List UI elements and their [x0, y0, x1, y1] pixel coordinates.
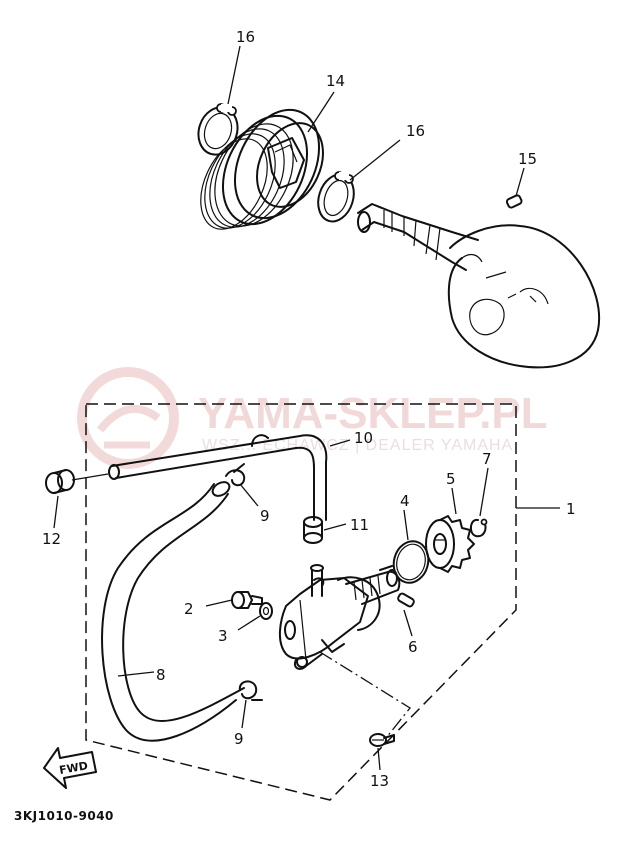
bolt-2	[231, 591, 263, 609]
circlip-16-upper	[197, 103, 239, 156]
circlip-16-lower	[317, 171, 355, 223]
hose-10	[108, 434, 328, 521]
assembly-boundary	[85, 403, 517, 801]
fwd-label: FWD	[58, 759, 89, 777]
hose-8	[101, 481, 245, 742]
pin-15	[505, 194, 523, 209]
watermark: YAMA-SKLEP.PL WSZ... ECHAWCZ | DEALER YA…	[77, 367, 548, 469]
o-ring-4	[392, 540, 430, 584]
circlip-7	[470, 518, 488, 538]
callout-2: 2	[184, 600, 194, 618]
clip-9-upper	[225, 463, 246, 487]
callout-15: 15	[518, 150, 537, 168]
sleeve-11	[303, 516, 323, 544]
callout-8: 8	[156, 666, 166, 684]
washer-3	[259, 602, 273, 620]
callout-5: 5	[446, 470, 456, 488]
callout-1: 1	[566, 500, 576, 518]
callout-3: 3	[218, 627, 228, 645]
callout-11: 11	[350, 516, 369, 534]
clip-9-lower	[238, 680, 263, 701]
callout-9-lower: 9	[234, 730, 244, 748]
screw-13-alignment-line	[319, 651, 411, 739]
callout-labels: 16 14 16 15 10 7 5 4 1 9 11 12 2 3 6 8 9…	[42, 28, 576, 790]
callout-16-upper: 16	[236, 28, 255, 46]
oil-pump-body	[279, 564, 401, 670]
fwd-arrow-icon: FWD	[43, 747, 97, 789]
watermark-logo-icon	[77, 367, 179, 469]
callout-9-upper: 9	[260, 507, 270, 525]
callout-10: 10	[354, 429, 373, 447]
crankshaft	[357, 203, 601, 369]
callout-4: 4	[400, 492, 410, 510]
sleeve-12	[45, 469, 75, 494]
callout-16-lower: 16	[406, 122, 425, 140]
callout-6: 6	[408, 638, 418, 656]
callout-7: 7	[482, 450, 492, 468]
pin-6	[397, 592, 415, 608]
callout-14: 14	[326, 72, 345, 90]
pulley-14	[200, 108, 324, 230]
watermark-title: YAMA-SKLEP.PL	[198, 389, 548, 438]
callout-12: 12	[42, 530, 61, 548]
screw-13	[369, 733, 395, 747]
callout-13: 13	[370, 772, 389, 790]
gear-5	[425, 515, 475, 573]
diagram-code: 3KJ1010-9040	[14, 809, 114, 823]
